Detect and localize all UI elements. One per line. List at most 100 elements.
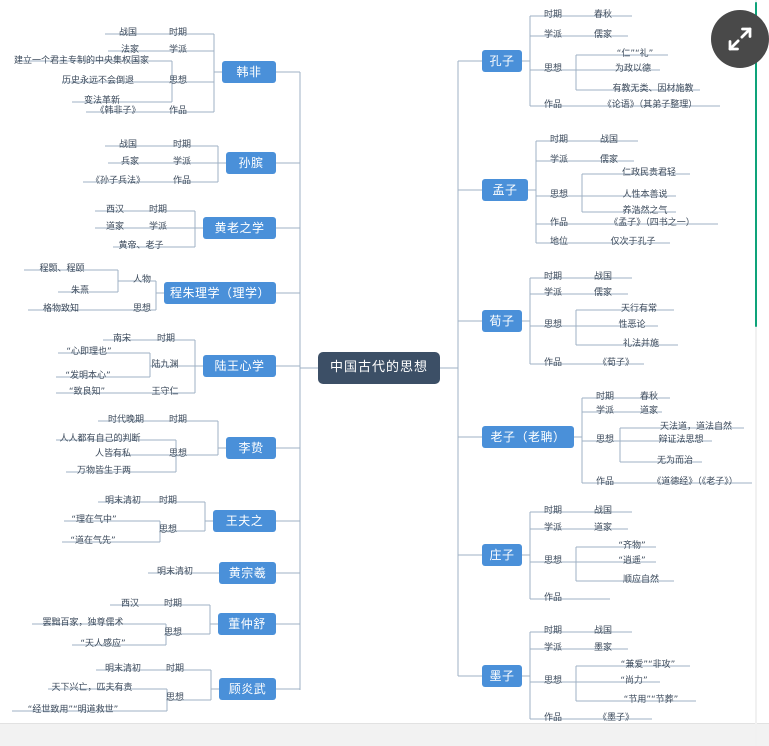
leaf-value[interactable]: 战国 (593, 272, 612, 282)
branch-node-dongzhongshu[interactable]: 董仲舒 (218, 613, 276, 635)
leaf-key[interactable]: 思想 (132, 304, 151, 314)
leaf-value[interactable]: 春秋 (593, 10, 612, 20)
branch-node-xunzi[interactable]: 荀子 (482, 310, 522, 332)
leaf-value[interactable]: 《孟子》（四书之一） (609, 218, 695, 228)
root-node[interactable]: 中国古代的思想 (318, 352, 440, 384)
leaf-value[interactable]: 顺应自然 (622, 575, 659, 585)
leaf-value[interactable]: 历史永远不会倒退 (62, 76, 135, 86)
leaf-key[interactable]: 作品 (543, 713, 562, 723)
leaf-key[interactable]: 学派 (595, 406, 614, 416)
leaf-value[interactable]: 性恶论 (618, 320, 646, 330)
leaf-key[interactable]: 时期 (148, 205, 167, 215)
leaf-key[interactable]: 人物 (132, 275, 151, 285)
leaf-value[interactable]: “兼爱”“非攻” (620, 660, 676, 670)
leaf-value[interactable]: 《孙子兵法》 (90, 176, 145, 186)
leaf-value[interactable]: 南宋 (112, 334, 131, 344)
leaf-value[interactable]: “心即理也” (66, 347, 112, 357)
leaf-key[interactable]: 作品 (543, 358, 562, 368)
leaf-value[interactable]: 黄帝、老子 (118, 241, 164, 251)
leaf-value[interactable]: “逍遥” (618, 556, 646, 566)
leaf-value[interactable]: 朱熹 (70, 286, 89, 296)
leaf-value[interactable]: 明末清初 (104, 496, 141, 506)
branch-node-wangfuzhi[interactable]: 王夫之 (213, 510, 276, 532)
leaf-value[interactable]: “节用”“节葬” (623, 695, 679, 705)
leaf-value[interactable]: 时代晚期 (107, 415, 144, 425)
fullscreen-button[interactable] (711, 10, 769, 68)
leaf-value[interactable]: 变法革新 (83, 96, 120, 106)
leaf-key[interactable]: 作品 (595, 477, 614, 487)
leaf-key[interactable]: 时期 (165, 664, 184, 674)
leaf-value[interactable]: 《荀子》 (597, 358, 634, 368)
leaf-key[interactable]: 时期 (595, 392, 614, 402)
leaf-value[interactable]: 天法道，道法自然 (659, 422, 732, 432)
leaf-value[interactable]: 为政以德 (614, 64, 651, 74)
leaf-key[interactable]: 时期 (543, 10, 562, 20)
leaf-key[interactable]: 学派 (148, 222, 167, 232)
leaf-key[interactable]: 思想 (595, 435, 614, 445)
leaf-key[interactable]: 学派 (543, 643, 562, 653)
leaf-value[interactable]: 无为而治 (656, 456, 693, 466)
branch-node-luwang[interactable]: 陆王心学 (203, 355, 276, 377)
leaf-value[interactable]: 养浩然之气 (622, 206, 668, 216)
leaf-key[interactable]: 学派 (172, 157, 191, 167)
leaf-value[interactable]: “经世致用”“明道救世” (27, 705, 119, 715)
leaf-value[interactable]: “发明本心” (65, 371, 111, 381)
leaf-key[interactable]: 学派 (168, 45, 187, 55)
leaf-value[interactable]: 战国 (118, 140, 137, 150)
leaf-value[interactable]: 天行有常 (620, 304, 657, 314)
vertical-scrollbar-thumb[interactable] (755, 2, 757, 327)
leaf-value[interactable]: 战国 (118, 28, 137, 38)
leaf-value[interactable]: 人皆有私 (94, 449, 131, 459)
leaf-value[interactable]: 程颢、程颐 (39, 264, 85, 274)
leaf-value[interactable]: 《论语》（其弟子整理） (602, 100, 698, 110)
leaf-value[interactable]: “天人感应” (80, 639, 126, 649)
leaf-value[interactable]: 西汉 (120, 599, 139, 609)
leaf-value[interactable]: 人性本善说 (622, 190, 668, 200)
leaf-value[interactable]: 礼法并施 (622, 339, 659, 349)
vertical-scrollbar-track[interactable] (755, 0, 757, 746)
leaf-value[interactable]: 明末清初 (156, 567, 193, 577)
leaf-key[interactable]: 作品 (543, 100, 562, 110)
leaf-value[interactable]: 兵家 (120, 157, 139, 167)
leaf-value[interactable]: 有教无类、因材施教 (612, 84, 694, 94)
leaf-key[interactable]: 作品 (543, 593, 562, 603)
branch-node-mengzi[interactable]: 孟子 (482, 179, 528, 201)
leaf-value[interactable]: 罢黜百家，独尊儒术 (42, 618, 124, 628)
branch-node-laozi[interactable]: 老子（老聃） (482, 426, 574, 448)
leaf-value[interactable]: 西汉 (105, 205, 124, 215)
leaf-value[interactable]: 格物致知 (42, 304, 79, 314)
branch-node-huanglao[interactable]: 黄老之学 (203, 217, 276, 239)
leaf-key[interactable]: 学派 (549, 155, 568, 165)
leaf-key[interactable]: 时期 (158, 496, 177, 506)
leaf-value[interactable]: 墨家 (593, 643, 612, 653)
leaf-key[interactable]: 思想 (543, 676, 562, 686)
leaf-key[interactable]: 时期 (163, 599, 182, 609)
leaf-key[interactable]: 思想 (543, 64, 562, 74)
leaf-key[interactable]: 时期 (168, 28, 187, 38)
leaf-key[interactable]: 作品 (172, 176, 191, 186)
leaf-key[interactable]: 思想 (543, 556, 562, 566)
leaf-key[interactable]: 时期 (168, 415, 187, 425)
leaf-key[interactable]: 王守仁 (151, 387, 179, 397)
leaf-value[interactable]: 仁政民贵君轻 (621, 168, 676, 178)
leaf-key[interactable]: 时期 (549, 135, 568, 145)
leaf-value[interactable]: “道在气先” (70, 536, 116, 546)
leaf-key[interactable]: 思想 (168, 449, 187, 459)
leaf-value[interactable]: 天下兴亡，匹夫有责 (51, 683, 133, 693)
branch-node-sunbin[interactable]: 孙膑 (226, 152, 276, 174)
leaf-value[interactable]: “致良知” (68, 387, 106, 397)
branch-node-chengzhu[interactable]: 程朱理学（理学） (164, 282, 276, 304)
leaf-key[interactable]: 作品 (549, 218, 568, 228)
branch-node-guyanwu[interactable]: 顾炎武 (219, 678, 276, 700)
leaf-value[interactable]: 道家 (639, 406, 658, 416)
leaf-value[interactable]: 辩证法思想 (658, 435, 704, 445)
leaf-key[interactable]: 思想 (543, 320, 562, 330)
leaf-key[interactable]: 学派 (543, 523, 562, 533)
branch-node-huangzongxi[interactable]: 黄宗羲 (219, 562, 276, 584)
branch-node-zhuangzi[interactable]: 庄子 (482, 544, 522, 566)
branch-node-lizhi[interactable]: 李贽 (226, 437, 276, 459)
leaf-key[interactable]: 时期 (543, 272, 562, 282)
leaf-key[interactable]: 时期 (543, 626, 562, 636)
leaf-value[interactable]: “理在气中” (71, 515, 117, 525)
leaf-value[interactable]: 《墨子》 (597, 713, 634, 723)
